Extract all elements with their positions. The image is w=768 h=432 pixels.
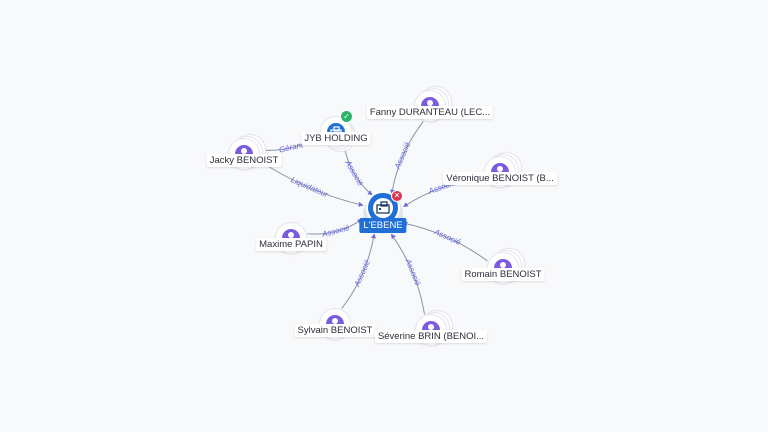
building-icon bbox=[376, 201, 390, 214]
person-label-romain: Romain BENOIST bbox=[461, 268, 545, 281]
person-node-veronique-benoist[interactable]: Véronique BENOIST (B... bbox=[443, 152, 557, 188]
edge-jyb-center bbox=[343, 146, 373, 196]
company-label-jyb-holding: JYB HOLDING bbox=[301, 132, 371, 145]
person-node-jacky-benoist[interactable]: Jacky BENOIST bbox=[206, 134, 282, 170]
edge-jacky-center bbox=[259, 160, 364, 207]
edge-sylvain-center bbox=[341, 233, 376, 309]
person-label-veronique: Véronique BENOIST (B... bbox=[443, 172, 557, 185]
person-node-maxime-papin[interactable]: Maxime PAPIN bbox=[256, 222, 326, 254]
person-label-jacky: Jacky BENOIST bbox=[206, 154, 282, 167]
person-label-fanny: Fanny DURANTEAU (LEC... bbox=[366, 106, 494, 119]
edges-layer bbox=[259, 121, 488, 315]
edge-label-fanny-center: Associé bbox=[392, 140, 412, 171]
edge-maxime-center bbox=[307, 219, 363, 235]
active-check-icon: ✓ bbox=[340, 110, 353, 123]
edge-label-maxime-center: Associé bbox=[320, 223, 351, 239]
person-node-romain-benoist[interactable]: Romain BENOIST bbox=[461, 248, 545, 284]
person-node-fanny-duranteau[interactable]: Fanny DURANTEAU (LEC... bbox=[366, 86, 494, 122]
edge-severine-center bbox=[390, 233, 425, 315]
person-label-maxime: Maxime PAPIN bbox=[256, 238, 326, 251]
person-label-severine: Séverine BRIN (BENOI... bbox=[374, 330, 488, 343]
edge-label-severine-center: Associé bbox=[403, 257, 423, 288]
closed-badge-icon: ✕ bbox=[391, 190, 403, 202]
company-node-jyb-holding[interactable]: ✓ JYB HOLDING bbox=[301, 110, 371, 152]
edge-fanny-center bbox=[389, 121, 424, 195]
person-node-severine-brin[interactable]: Séverine BRIN (BENOI... bbox=[374, 310, 488, 346]
edge-label-jyb-center: Associé bbox=[343, 158, 366, 188]
person-label-sylvain: Sylvain BENOIST bbox=[294, 324, 376, 337]
center-company-label: L'EBENE bbox=[359, 218, 407, 233]
edge-label-romain-center: Associé bbox=[432, 227, 463, 247]
center-company-node[interactable]: ✕ L'EBENE bbox=[359, 190, 407, 234]
edge-label-jacky-center: Liquidateur bbox=[289, 175, 329, 199]
edge-label-sylvain-center: Associé bbox=[352, 258, 372, 289]
edge-romain-center bbox=[402, 221, 488, 262]
person-node-sylvain-benoist[interactable]: Sylvain BENOIST bbox=[294, 308, 376, 340]
